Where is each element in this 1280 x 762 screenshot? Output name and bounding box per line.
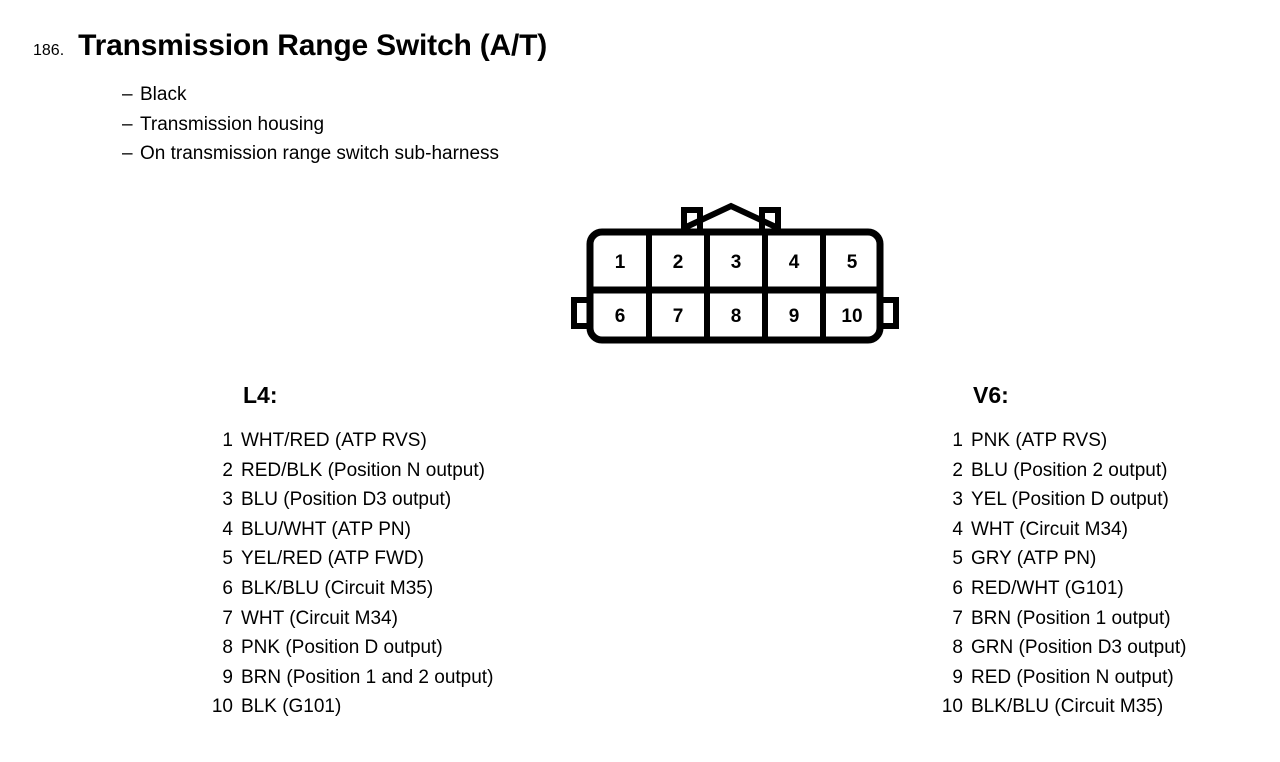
connector-svg: 1 2 3 4 5 6 7 8 9 10 [571,202,899,344]
page-title: 186. Transmission Range Switch (A/T) [33,29,547,63]
spec-item: – On transmission range switch sub-harne… [122,139,499,169]
pinout-column-l4: L4: 1 WHT/RED (ATP RVS) 2 RED/BLK (Posit… [180,382,494,722]
pin-index: 6 [222,577,233,599]
pin-description: BRN (Position 1 output) [971,607,1171,629]
pinout-row: 2 RED/BLK (Position N output) [180,456,493,486]
pin-description: BRN (Position 1 and 2 output) [241,666,494,688]
pin-index: 9 [952,666,963,688]
pin-index: 7 [222,607,233,629]
spec-item-label: Transmission housing [140,113,325,135]
pin-index: 1 [222,430,233,451]
connector-pin-3: 3 [731,252,742,273]
pinout-row: 5 YEL/RED (ATP FWD) [180,544,493,574]
connector-pin-1: 1 [615,252,626,273]
pin-index: 3 [222,489,233,511]
item-number: 186. [33,42,65,59]
pin-index: 6 [952,577,963,599]
connector-pin-8: 8 [731,306,742,327]
pin-index: 4 [222,518,233,540]
pin-index: 3 [952,489,963,511]
pin-description: YEL/RED (ATP FWD) [241,548,424,570]
pin-description: BLK (G101) [241,696,342,718]
pinout-row: 2 BLU (Position 2 output) [910,456,1186,486]
pinout-row: 8 GRN (Position D3 output) [910,633,1186,663]
pin-index: 1 [952,430,963,451]
pin-description: BLU (Position 2 output) [971,459,1168,481]
dash-bullet-icon: – [122,84,133,105]
pinout-row: 1 PNK (ATP RVS) [910,426,1186,456]
pinout-heading-v6: V6: [973,382,1009,408]
connector-pin-6: 6 [615,306,626,327]
pin-index: 5 [952,548,963,570]
pinout-column-v6: V6: 1 PNK (ATP RVS) 2 BLU (Position 2 ou… [910,382,1187,722]
pinout-row: 10 BLK/BLU (Circuit M35) [910,692,1186,722]
pinout-row: 9 RED (Position N output) [910,663,1186,693]
spec-item: – Transmission housing [122,110,499,140]
pinout-row: 4 BLU/WHT (ATP PN) [180,515,493,545]
pin-description: RED (Position N output) [971,666,1174,688]
pin-description: WHT/RED (ATP RVS) [241,430,427,451]
dash-bullet-icon: – [122,143,133,164]
pin-index: 10 [211,696,233,718]
connector-pin-7: 7 [673,306,684,327]
spec-item-label: On transmission range switch sub-harness [140,143,500,164]
pin-index: 8 [952,637,963,659]
pin-description: YEL (Position D output) [971,489,1169,511]
pin-index: 2 [952,459,963,481]
pinout-row: 9 BRN (Position 1 and 2 output) [180,663,493,693]
pin-index: 9 [222,666,233,688]
pin-description: PNK (ATP RVS) [971,430,1108,451]
pin-description: BLU (Position D3 output) [241,489,452,511]
pinout-row: 5 GRY (ATP PN) [910,544,1186,574]
pin-description: RED/BLK (Position N output) [241,459,485,481]
pin-description: BLU/WHT (ATP PN) [241,518,411,540]
pin-description: GRN (Position D3 output) [971,637,1187,659]
pin-description: WHT (Circuit M34) [241,607,398,629]
pin-index: 2 [222,459,233,481]
spec-item: – Black [122,80,499,110]
pin-index: 10 [941,696,963,718]
connector-diagram: 1 2 3 4 5 6 7 8 9 10 [560,196,910,356]
connector-pin-5: 5 [847,252,858,273]
pin-description: PNK (Position D output) [241,637,443,659]
pin-description: WHT (Circuit M34) [971,518,1128,540]
connector-pin-9: 9 [789,306,800,327]
pinout-row: 6 BLK/BLU (Circuit M35) [180,574,493,604]
connector-pin-4: 4 [789,252,800,273]
dash-bullet-icon: – [122,113,133,135]
connector-pin-10: 10 [841,306,862,327]
title-text: Transmission Range Switch (A/T) [78,29,548,62]
connector-body [586,228,884,344]
spec-item-label: Black [140,84,187,105]
pinout-row: 10 BLK (G101) [180,692,493,722]
pinout-row: 4 WHT (Circuit M34) [910,515,1186,545]
pin-index: 7 [952,607,963,629]
connector-pin-2: 2 [673,252,684,273]
pinout-row: 3 BLU (Position D3 output) [180,485,493,515]
pinout-row: 7 WHT (Circuit M34) [180,604,493,634]
pin-index: 5 [222,548,233,570]
spec-list: – Black – Transmission housing – On tran… [122,80,499,169]
pinout-row: 3 YEL (Position D output) [910,485,1186,515]
pinout-row: 7 BRN (Position 1 output) [910,604,1186,634]
pinout-heading-l4: L4: [243,382,278,408]
pinout-row: 8 PNK (Position D output) [180,633,493,663]
pin-description: RED/WHT (G101) [971,577,1124,599]
pin-index: 4 [952,518,963,540]
pin-index: 8 [222,637,233,659]
pin-description: BLK/BLU (Circuit M35) [971,696,1164,718]
pin-description: BLK/BLU (Circuit M35) [241,577,434,599]
pin-description: GRY (ATP PN) [971,548,1097,570]
pinout-row: 6 RED/WHT (G101) [910,574,1186,604]
pinout-row: 1 WHT/RED (ATP RVS) [180,426,493,456]
